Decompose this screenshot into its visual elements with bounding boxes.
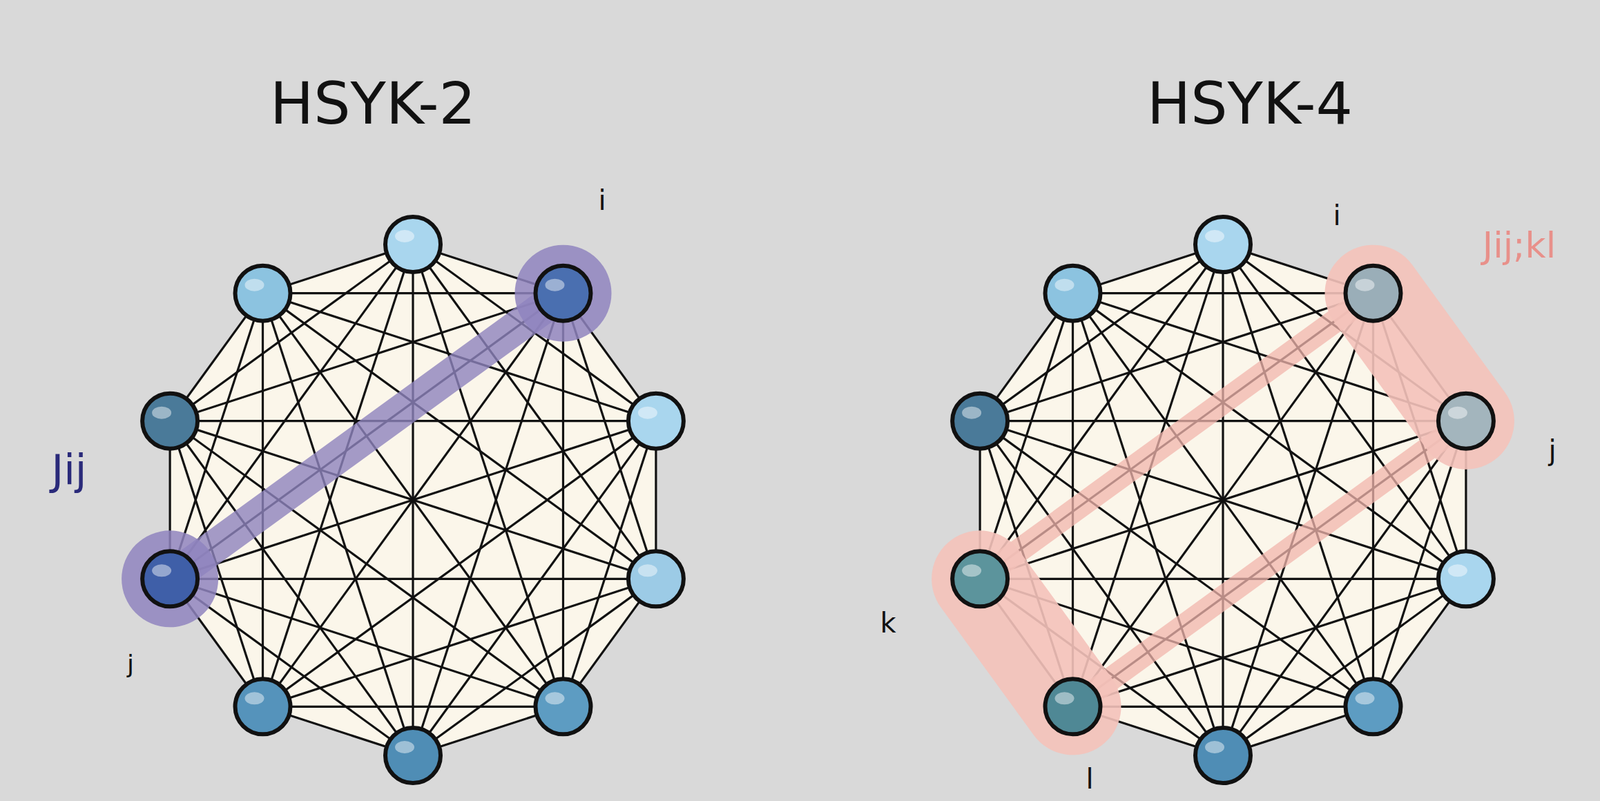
graph-link — [169, 293, 563, 422]
site-shine — [1205, 740, 1225, 754]
site-shine — [151, 406, 172, 420]
graph-link — [169, 577, 657, 581]
fermion-site — [1345, 265, 1401, 322]
fermion-site — [535, 265, 591, 322]
site-shine — [151, 564, 172, 577]
graph-link — [979, 293, 1373, 422]
site-shine — [961, 406, 982, 420]
graph-link — [169, 421, 563, 708]
graph-link — [412, 421, 657, 756]
index-label: l — [1085, 765, 1094, 793]
fermion-site — [1045, 678, 1101, 735]
coupling-highlight — [169, 293, 563, 580]
site-shine — [1354, 691, 1375, 705]
index-label: k — [879, 609, 896, 637]
index-label: i — [598, 186, 606, 215]
fermion-site — [142, 393, 198, 449]
graph-link — [263, 293, 413, 756]
site-shine — [1448, 406, 1468, 420]
index-label: i — [1332, 201, 1341, 230]
graph-link — [263, 578, 657, 707]
graph-link — [263, 293, 657, 580]
fermion-site — [142, 551, 198, 607]
graph-link — [1073, 293, 1374, 708]
graph-face — [979, 244, 1467, 756]
graph-link — [169, 578, 563, 707]
graph-link — [1222, 421, 1467, 756]
coupling-label: Jij;kl — [1482, 227, 1556, 264]
fermion-site — [385, 216, 441, 273]
site-shine — [1055, 691, 1075, 705]
fermion-site — [1195, 727, 1251, 784]
site-shine — [961, 564, 982, 577]
site-shine — [544, 691, 565, 705]
coupling-label: Jij — [51, 448, 87, 491]
graph-link — [979, 577, 1467, 581]
fermion-site — [1045, 265, 1101, 322]
fermion-site — [1345, 678, 1401, 735]
graph-face — [169, 244, 657, 756]
title-heading: HSYK-4 — [1147, 74, 1353, 133]
fermion-site — [385, 727, 441, 784]
graph-link — [169, 293, 563, 580]
graph-link — [1073, 578, 1467, 707]
graph-link — [1222, 244, 1467, 579]
graph-link — [263, 293, 564, 708]
site-shine — [394, 740, 415, 754]
coupling-highlight — [514, 245, 612, 342]
graph-link — [1073, 293, 1374, 708]
site-shine — [394, 229, 415, 243]
graph-link — [263, 293, 564, 708]
site-shine — [245, 278, 265, 292]
coupling-highlight — [121, 530, 219, 628]
graph-link — [979, 244, 1223, 579]
site-shine — [1354, 278, 1375, 292]
fermion-site — [628, 393, 684, 449]
fermion-site — [1438, 551, 1494, 607]
fermion-site — [235, 265, 291, 322]
title-heading: HSYK-2 — [270, 74, 476, 133]
site-shine — [1055, 278, 1075, 292]
site-shine — [638, 406, 658, 420]
site-shine — [245, 691, 265, 705]
graph-link — [979, 421, 1223, 756]
graph-link — [979, 578, 1223, 756]
graph-link — [1073, 293, 1467, 580]
graph-link — [1222, 244, 1467, 422]
fermion-site — [1438, 393, 1494, 449]
fermion-site — [952, 551, 1008, 607]
coupling-highlight — [1073, 421, 1467, 708]
site-shine — [1205, 229, 1225, 243]
site-shine — [638, 564, 658, 577]
fermion-site — [952, 393, 1008, 449]
site-shine — [1448, 564, 1468, 577]
graph-link — [979, 419, 1467, 422]
fermion-site — [1195, 216, 1251, 273]
fermion-site — [628, 551, 684, 607]
site-shine — [544, 278, 565, 292]
graph-link — [263, 705, 564, 708]
index-label: j — [127, 651, 134, 677]
graph-link — [412, 244, 657, 579]
index-label: j — [1548, 436, 1556, 465]
fermion-site — [535, 678, 591, 735]
graph-link — [979, 421, 1373, 708]
fermion-site — [235, 678, 291, 735]
